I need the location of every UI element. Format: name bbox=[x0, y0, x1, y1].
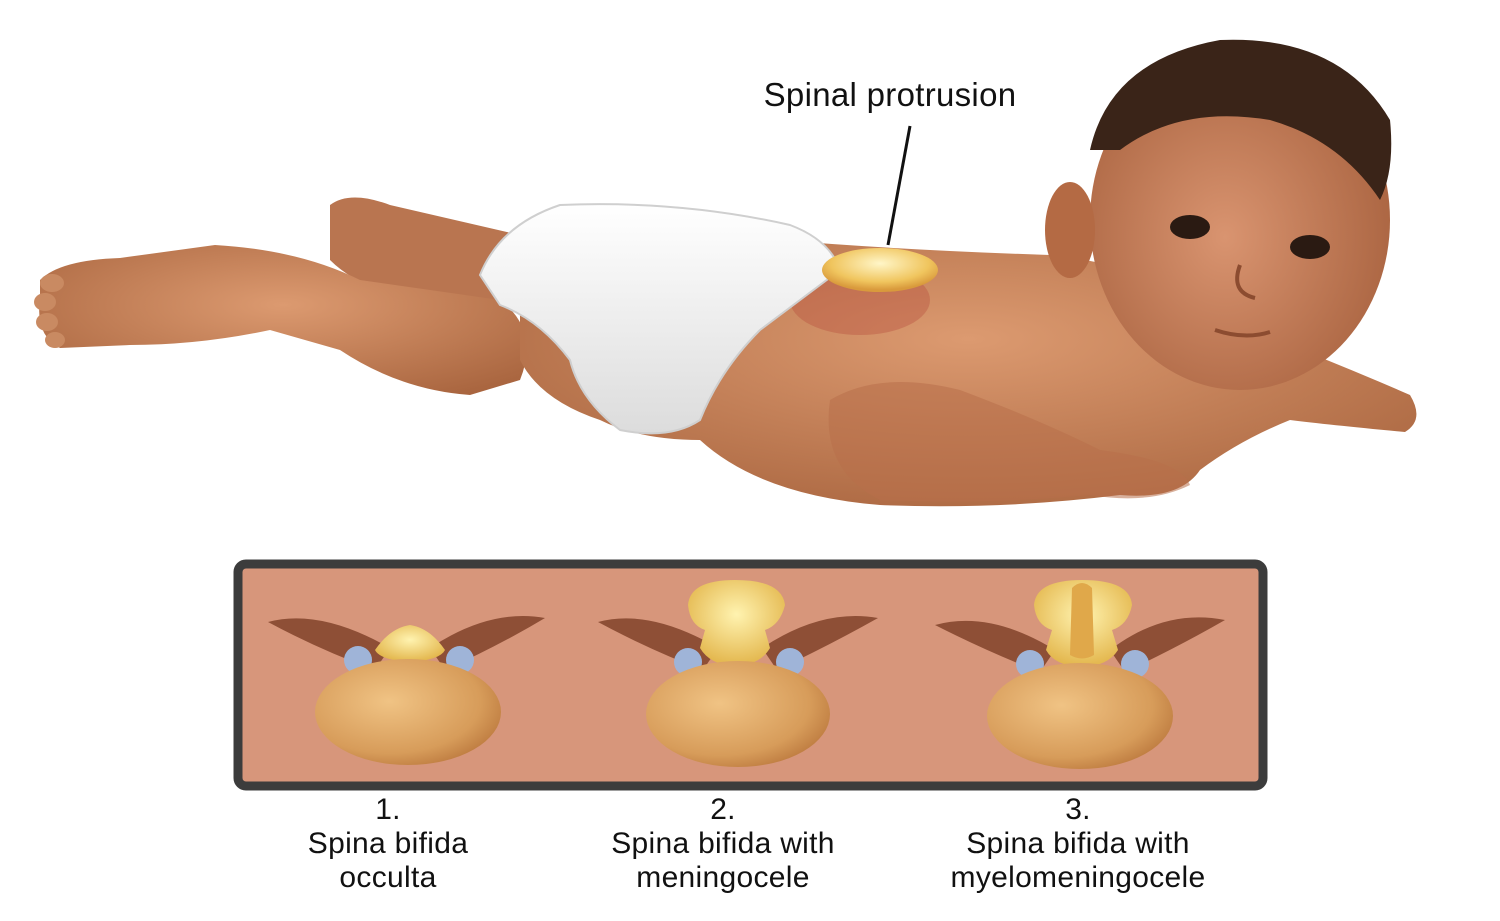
toes bbox=[34, 274, 65, 348]
caption-meningocele: 2. Spina bifida with meningocele bbox=[533, 793, 913, 895]
caption-line: occulta bbox=[339, 861, 437, 894]
callout-leader-line bbox=[886, 125, 912, 246]
meninges-sac bbox=[688, 580, 785, 666]
spinal-cord bbox=[375, 625, 445, 662]
diaper bbox=[478, 203, 842, 435]
vertebral-body bbox=[987, 663, 1173, 769]
caption-line: meningocele bbox=[636, 861, 810, 894]
spinal-protrusion-bump bbox=[822, 248, 938, 292]
front-leg bbox=[39, 245, 527, 395]
hair bbox=[1090, 39, 1392, 200]
vertebral-body bbox=[646, 661, 830, 767]
section-myelomeningocele bbox=[935, 580, 1225, 769]
infant-figure bbox=[34, 39, 1417, 507]
vertebral-wing bbox=[598, 616, 878, 670]
section-meningocele bbox=[598, 580, 878, 767]
vertebral-wing bbox=[268, 616, 545, 670]
cross-section-panel bbox=[233, 559, 1268, 791]
nose bbox=[1235, 264, 1256, 300]
callout-label-spinal-protrusion: Spinal protrusion bbox=[763, 76, 1017, 113]
arm bbox=[828, 382, 1190, 502]
vertebral-wing bbox=[935, 617, 1225, 672]
protruding-spinal-cord bbox=[1070, 583, 1094, 659]
section-occulta bbox=[268, 616, 545, 765]
caption-myelomeningocele: 3. Spina bifida with myelomeningocele bbox=[888, 793, 1268, 895]
vertebral-body bbox=[315, 659, 501, 765]
caption-line: Spina bifida bbox=[307, 827, 469, 860]
mouth bbox=[1214, 328, 1271, 338]
right-eye bbox=[1290, 235, 1330, 259]
left-eye bbox=[1170, 215, 1210, 239]
caption-line: Spina bifida with bbox=[611, 827, 835, 860]
caption-line: myelomeningocele bbox=[950, 861, 1206, 894]
caption-line: Spina bifida with bbox=[966, 827, 1190, 860]
ear bbox=[1045, 182, 1095, 278]
caption-number: 1. bbox=[375, 793, 401, 826]
caption-occulta: 1. Spina bifida occulta bbox=[198, 793, 578, 895]
caption-number: 2. bbox=[710, 793, 736, 826]
back-leg bbox=[330, 197, 520, 305]
caption-number: 3. bbox=[1065, 793, 1091, 826]
